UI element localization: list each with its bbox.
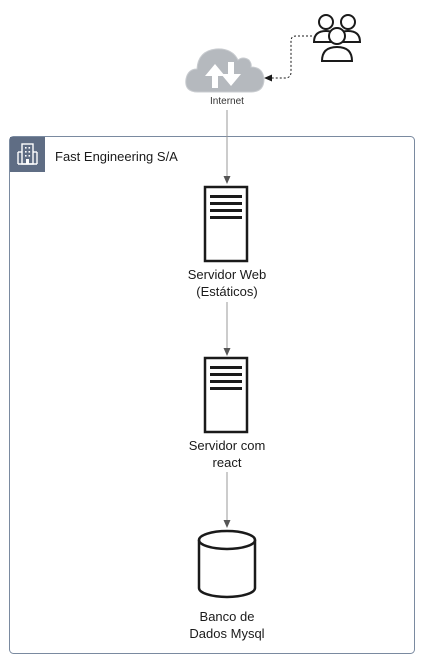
- database-label-line1: Banco de: [199, 609, 255, 624]
- react-server-label-line1: Servidor com: [188, 438, 266, 453]
- react-server-label-line2: react: [212, 455, 242, 470]
- connector-internet-to-web-server: [223, 110, 231, 184]
- web-server-label-line1: Servidor Web: [187, 267, 267, 282]
- office-building-icon: [10, 137, 45, 172]
- internet-label: Internet: [210, 96, 244, 107]
- database-label-line2: Dados Mysql: [189, 626, 265, 641]
- connector-users-to-internet: [264, 35, 312, 82]
- connector-react-to-database: [223, 472, 231, 528]
- web-server-icon: [203, 185, 249, 263]
- react-server-icon: [203, 356, 249, 434]
- cloud-upload-download-icon: [185, 48, 265, 93]
- database-icon: [197, 529, 257, 599]
- users-group-icon: [312, 14, 362, 62]
- web-server-label-line2: (Estáticos): [196, 284, 258, 299]
- company-group-label: Fast Engineering S/A: [55, 149, 178, 164]
- connector-web-to-react-server: [223, 302, 231, 356]
